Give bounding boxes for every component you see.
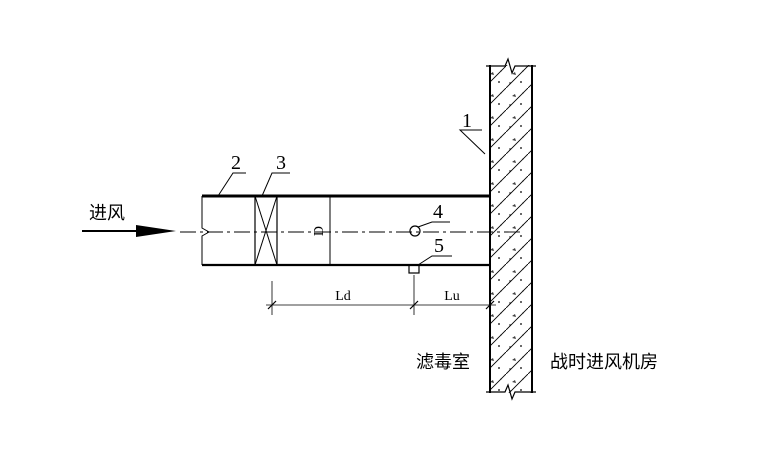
label-wall-number: 1 — [462, 110, 472, 132]
label-port-top-number: 4 — [433, 201, 443, 223]
air-duct — [180, 194, 520, 267]
length-dimensions — [266, 275, 496, 315]
dimension-diameter-label: D — [312, 226, 327, 236]
dimension-ld-label: Ld — [335, 289, 351, 304]
intake-label: 进风 — [89, 203, 125, 224]
sampling-point-top — [409, 225, 421, 237]
concrete-wall — [486, 57, 536, 401]
label-port-bottom-number: 5 — [434, 235, 444, 257]
intake-arrow — [82, 225, 176, 237]
fan-room-label: 战时进风机房 — [550, 352, 658, 373]
dimension-lu-label: Lu — [444, 289, 460, 304]
label-duct-number: 2 — [231, 152, 241, 174]
filter-room-label: 滤毒室 — [416, 352, 470, 373]
sampling-point-bottom — [408, 264, 420, 274]
damper-valve — [254, 195, 278, 266]
leader-lines — [217, 129, 486, 266]
label-damper-number: 3 — [276, 152, 286, 174]
